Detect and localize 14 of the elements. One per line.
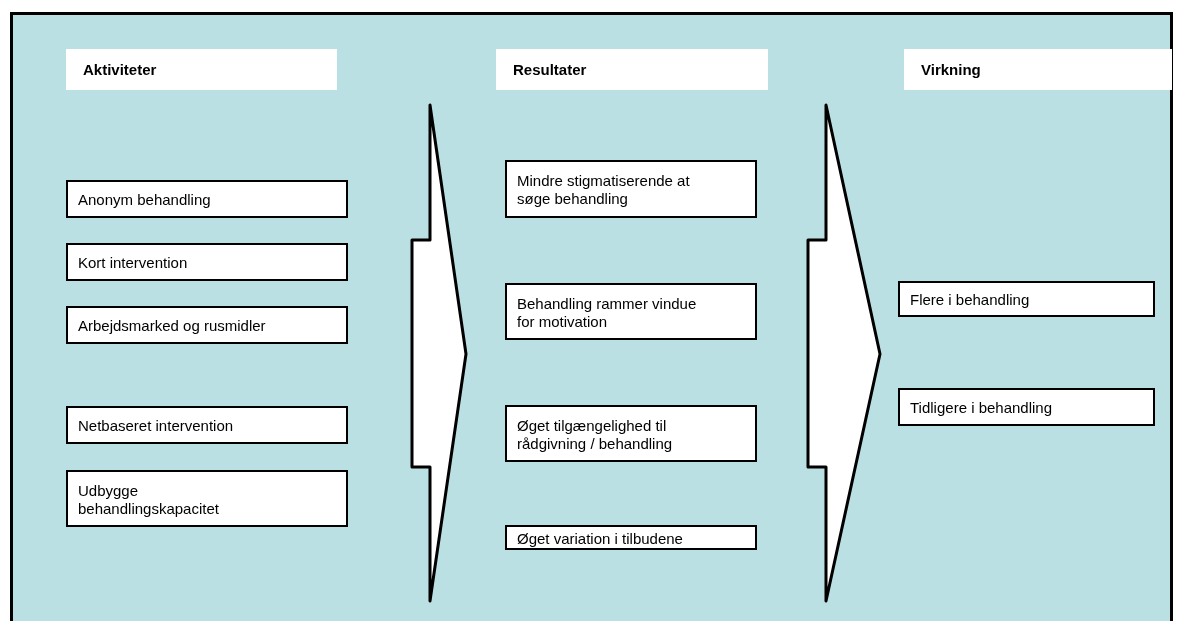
activity-box: Øget variation i tilbudene	[505, 525, 757, 550]
activity-box: Udbygge behandlingskapacitet	[66, 470, 348, 527]
activity-box: Kort intervention	[66, 243, 348, 281]
activity-box: Arbejdsmarked og rusmidler	[66, 306, 348, 344]
activity-box: Netbaseret intervention	[66, 406, 348, 444]
column-header: Virkning	[904, 49, 1172, 90]
column-header: Aktiviteter	[66, 49, 337, 90]
activity-box: Anonym behandling	[66, 180, 348, 218]
activity-box: Behandling rammer vindue for motivation	[505, 283, 757, 340]
activity-box: Flere i behandling	[898, 281, 1155, 317]
activity-box: Mindre stigmatiserende at søge behandling	[505, 160, 757, 218]
activity-box: Øget tilgængelighed til rådgivning / behandling	[505, 405, 757, 462]
column-header: Resultater	[496, 49, 768, 90]
activity-box: Tidligere i behandling	[898, 388, 1155, 426]
